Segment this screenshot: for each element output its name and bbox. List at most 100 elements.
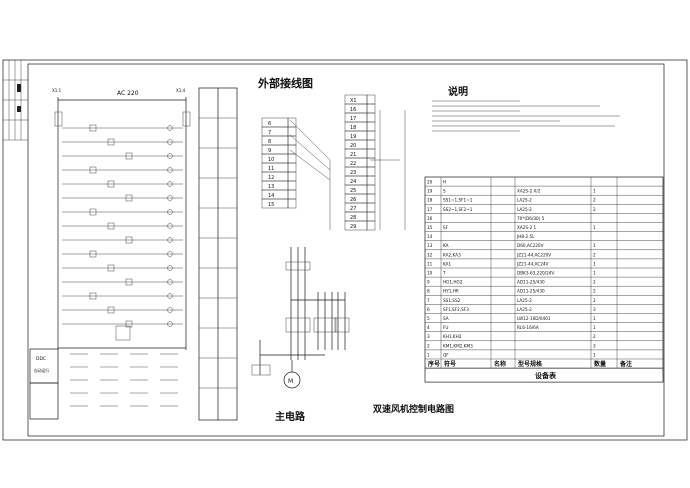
terminal-screw (366, 139, 376, 150)
table-cell: 2 (593, 207, 596, 212)
inner-frame (27, 63, 665, 437)
terminal-cell (261, 144, 289, 155)
table-cell: 8 (427, 289, 430, 294)
table-cell: 70*(D6/30) 5 (517, 216, 545, 221)
terminal-screw (366, 148, 376, 159)
terminal-screw (366, 112, 376, 123)
table-cell: 18 (427, 198, 433, 203)
contact-symbol (125, 194, 133, 202)
coil-symbol (167, 293, 173, 299)
contact-symbol (89, 292, 97, 300)
notes-text (432, 100, 620, 132)
table-cell: 7 (427, 298, 430, 303)
contact-symbol (107, 306, 115, 314)
terminal-screw (287, 180, 297, 191)
table-cell: 16 (427, 216, 433, 221)
table-header: 符号 (444, 360, 456, 368)
table-cell: RL6-16/6A (517, 325, 539, 330)
table-cell: 14 (427, 234, 433, 239)
table-cell: 1 (593, 316, 596, 321)
ddc-contacts (70, 353, 178, 407)
node-left-label: X1:1 (52, 88, 62, 93)
terminal-cell (261, 153, 289, 164)
terminal-screw (366, 94, 376, 105)
coil-symbol (167, 265, 173, 271)
coil-symbol (167, 153, 173, 159)
table-cell: H (443, 180, 446, 185)
table-cell: XA2S-2 1 (517, 225, 537, 230)
terminal-screw (366, 184, 376, 195)
table-cell: 6 (427, 307, 430, 312)
function-column (198, 87, 238, 421)
table-cell: 1 (593, 225, 596, 230)
table-cell: HY1,HR (443, 289, 459, 294)
terminal-number: 19 (350, 134, 356, 140)
terminal-number: 6 (268, 121, 271, 127)
coil-symbol (167, 209, 173, 215)
table-cell: 17 (427, 207, 433, 212)
coil-symbol (167, 195, 173, 201)
contact-symbol (107, 138, 115, 146)
table-cell: QF (443, 352, 449, 357)
table-cell: FU (443, 325, 448, 330)
ddc-label: DDC (36, 356, 46, 362)
table-cell: DBK3-63,220/24V (517, 271, 554, 276)
terminal-number: 16 (350, 107, 356, 113)
terminal-cell (261, 126, 289, 137)
contact-symbol (89, 124, 97, 132)
contact-symbol (125, 320, 133, 328)
table-cell: JZ21-44,AC220V (516, 252, 551, 257)
terminal-cell (261, 189, 289, 200)
table-cell: 11 (427, 261, 433, 266)
table-frame (424, 176, 664, 383)
terminal-screw (287, 162, 297, 173)
table-cell: KA1 (443, 261, 452, 266)
coil-symbol (167, 237, 173, 243)
table-cell: 12 (427, 252, 433, 257)
table-cell: SA (443, 316, 449, 321)
outer-frame (2, 59, 688, 441)
ddc-panel: DDC 自动运行 (29, 348, 59, 420)
contact-symbol (125, 278, 133, 286)
table-cell: 20 (427, 180, 433, 185)
terminal-cell (261, 135, 289, 146)
contact-symbol (89, 250, 97, 258)
table-cell: 3 (593, 343, 596, 348)
terminal-cell (261, 117, 289, 128)
table-cell: 1 (593, 271, 596, 276)
table-cell: SS2~1,SF2~1 (443, 207, 473, 212)
terminal-number: 13 (268, 184, 274, 190)
terminal-number: 22 (350, 161, 356, 167)
table-header: 序号 (427, 360, 440, 368)
table-footer: 设备表 (535, 371, 557, 380)
table-cell: LA25-2 (517, 307, 532, 312)
table-cell: JZ21-44,AC24V (516, 261, 549, 266)
supply-label: AC 220 (117, 90, 139, 97)
table-cell: LA25-2 (517, 198, 532, 203)
table-cell: AD11-25/430 (517, 280, 545, 285)
terminal-screw (287, 126, 297, 137)
terminal-screw (366, 103, 376, 114)
coil-symbol (167, 307, 173, 313)
coil-symbol (167, 181, 173, 187)
table-cell: SF (443, 225, 449, 230)
table-cell: KA (443, 243, 449, 248)
table-cell: 1 (593, 325, 596, 330)
table-cell: KM1,KM2,KM3 (443, 343, 473, 348)
table-cell: XA2S-2 X/2 (517, 189, 541, 194)
table-cell: HG1,HG2 (443, 280, 463, 285)
contact-symbol (107, 222, 115, 230)
table-header: 型号规格 (518, 360, 543, 368)
table-cell: KH1,KH2 (443, 334, 462, 339)
terminal-screw (366, 175, 376, 186)
table-cell: 3 (427, 334, 430, 339)
table-cell: 1 (593, 243, 596, 248)
terminal-number: 23 (350, 170, 356, 176)
contact-symbol (107, 180, 115, 188)
coil-symbol (167, 251, 173, 257)
left-title-strip (3, 60, 28, 141)
table-cell: 3 (593, 307, 596, 312)
function-cells (199, 117, 237, 389)
terminal-number: 27 (350, 206, 356, 212)
